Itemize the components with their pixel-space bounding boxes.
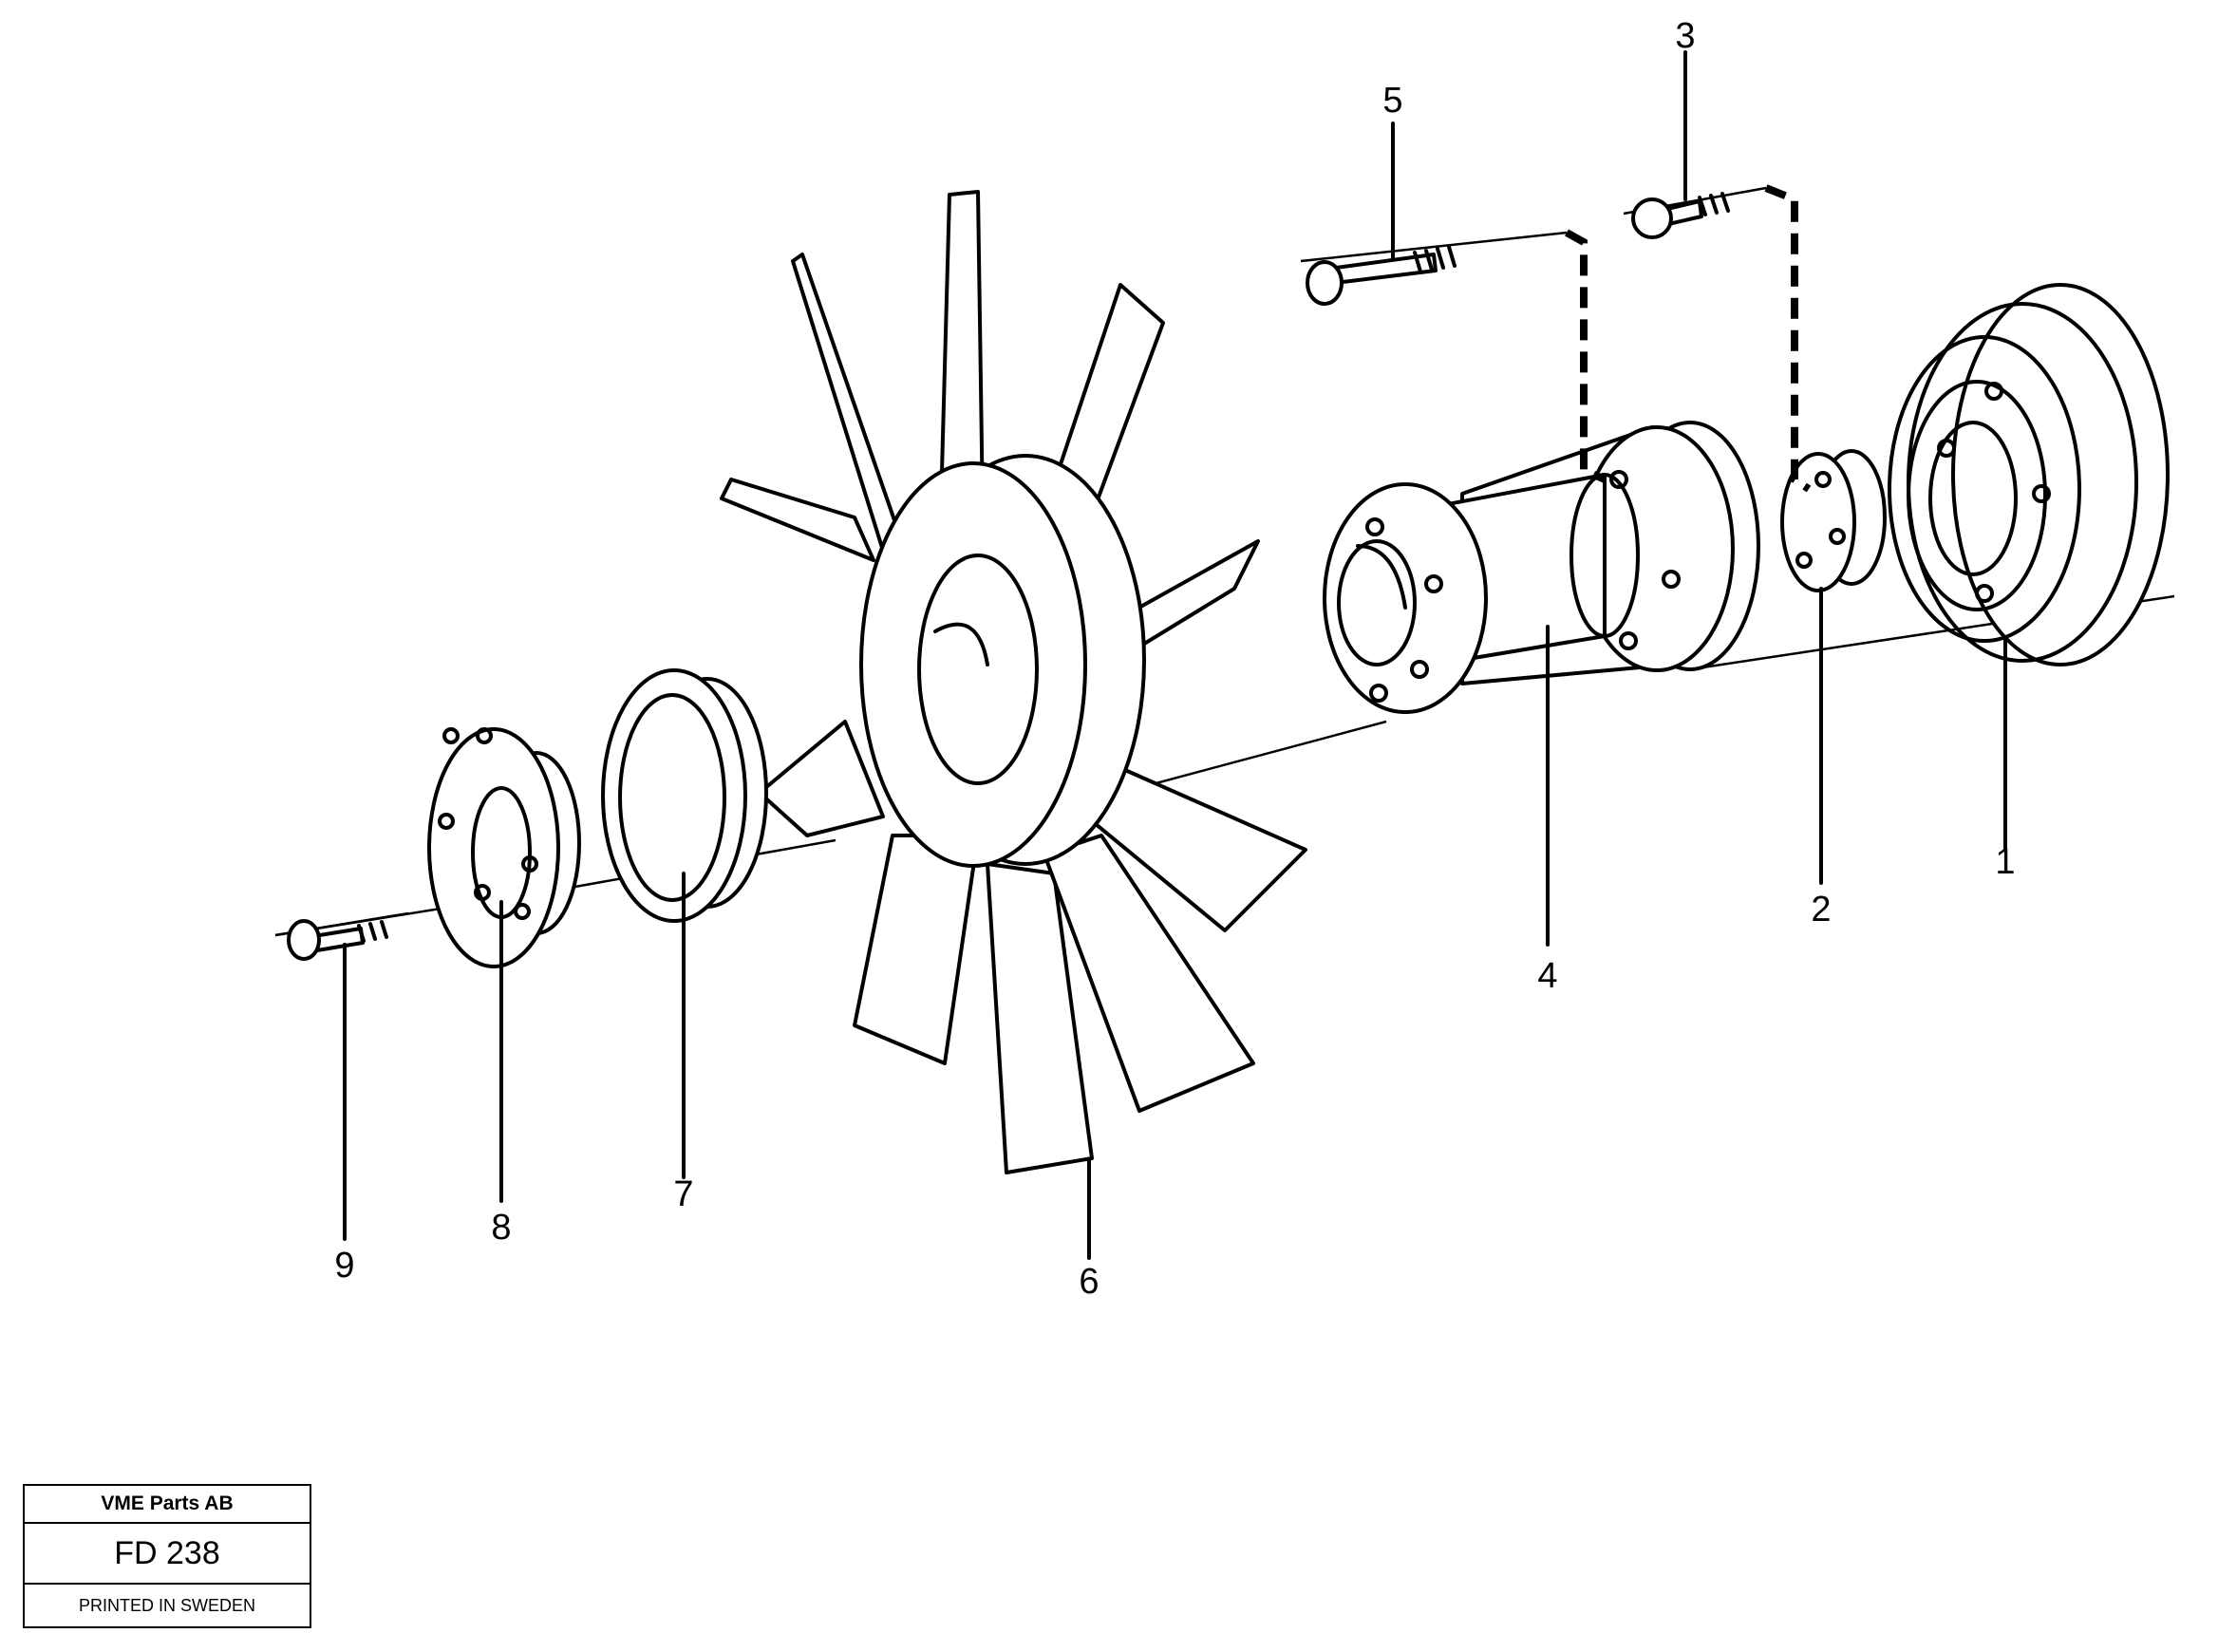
callout-7: 7 xyxy=(673,1174,693,1214)
part-6-cooling-fan xyxy=(720,190,1307,1174)
part-5-bolt xyxy=(1300,231,1568,306)
part-4-fan-hub xyxy=(1323,421,1760,714)
bolt-5-guide-dashed xyxy=(1565,229,1607,483)
callout-2: 2 xyxy=(1811,890,1831,929)
callout-8: 8 xyxy=(491,1208,511,1248)
callout-9: 9 xyxy=(334,1246,354,1286)
callout-1: 1 xyxy=(1995,842,2015,882)
part-7-ring xyxy=(601,668,768,923)
callout-5: 5 xyxy=(1382,81,1402,121)
callout-6: 6 xyxy=(1079,1262,1099,1302)
part-2-spacer-ring xyxy=(1780,449,1887,592)
part-8-flange xyxy=(427,727,581,968)
callout-3: 3 xyxy=(1675,16,1695,56)
part-3-bolt xyxy=(1623,186,1767,239)
title-block: VME Parts AB FD 238 PRINTED IN SWEDEN xyxy=(23,1484,311,1628)
bolt-3-guide-dashed xyxy=(1764,184,1812,493)
part-9-bolt xyxy=(274,911,409,961)
title-block-drawing-code: FD 238 xyxy=(25,1524,310,1585)
title-block-company: VME Parts AB xyxy=(25,1486,310,1524)
title-block-printed-in: PRINTED IN SWEDEN xyxy=(78,1595,255,1615)
part-1-pulley xyxy=(1888,283,2170,666)
callout-4: 4 xyxy=(1537,956,1557,996)
